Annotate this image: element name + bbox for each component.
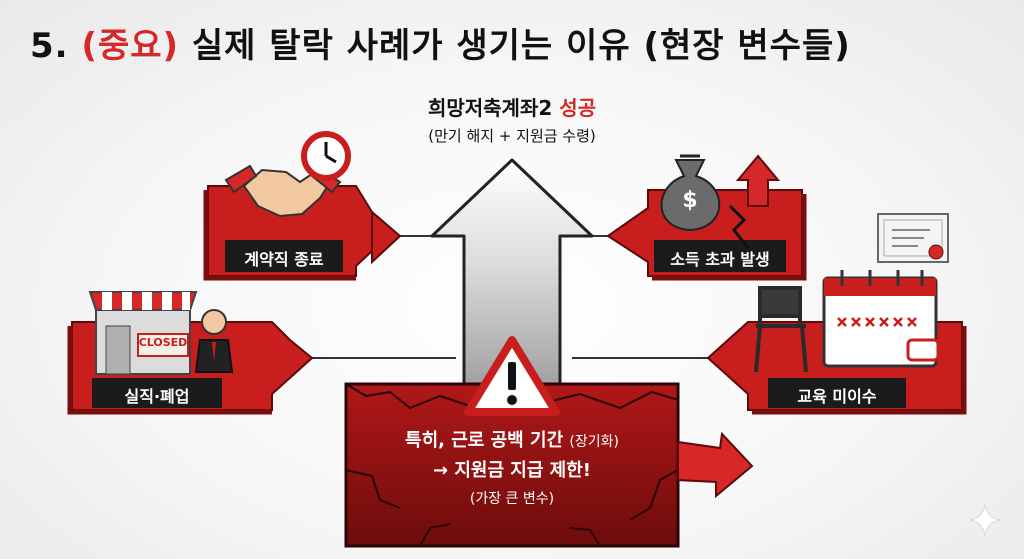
dollar-sign: $ [682, 188, 698, 213]
person-icon [194, 309, 234, 373]
store-icon [88, 291, 198, 375]
goal-header: 희망저축계좌2 성공 (만기 해지 + 지원금 수령) [362, 92, 662, 146]
chair-icon [754, 286, 808, 373]
label-education-missed: 교육 미이수 [797, 387, 877, 406]
closed-sign-label: CLOSED [138, 336, 188, 349]
block-contract-end [203, 185, 402, 281]
clock-icon [301, 131, 351, 181]
label-contract-end: 계약직 종료 [244, 250, 324, 269]
page-title: 5. (중요) 실제 탈락 사례가 생기는 이유 (현장 변수들) [30, 26, 851, 66]
title-highlight: (중요) [81, 26, 180, 66]
calendar-icon [822, 270, 940, 368]
certificate-icon [877, 213, 949, 263]
sparkle-icon [969, 503, 1001, 537]
goal-subtitle: (만기 해지 + 지원금 수령) [428, 127, 596, 145]
money-bag-icon [660, 154, 721, 232]
center-message: 특히, 근로 공백 기간 (장기화) → 지원금 지급 제한! (가장 큰 변수… [405, 430, 619, 507]
label-income-excess: 소득 초과 발생 [670, 250, 770, 269]
label-job-loss: 실직·폐업 [124, 387, 190, 406]
warning-icon [464, 336, 560, 416]
goal-success: 성공 [559, 96, 597, 120]
exit-arrow [677, 431, 754, 499]
block-income-excess [606, 189, 807, 281]
up-arrow-icon [728, 154, 781, 249]
